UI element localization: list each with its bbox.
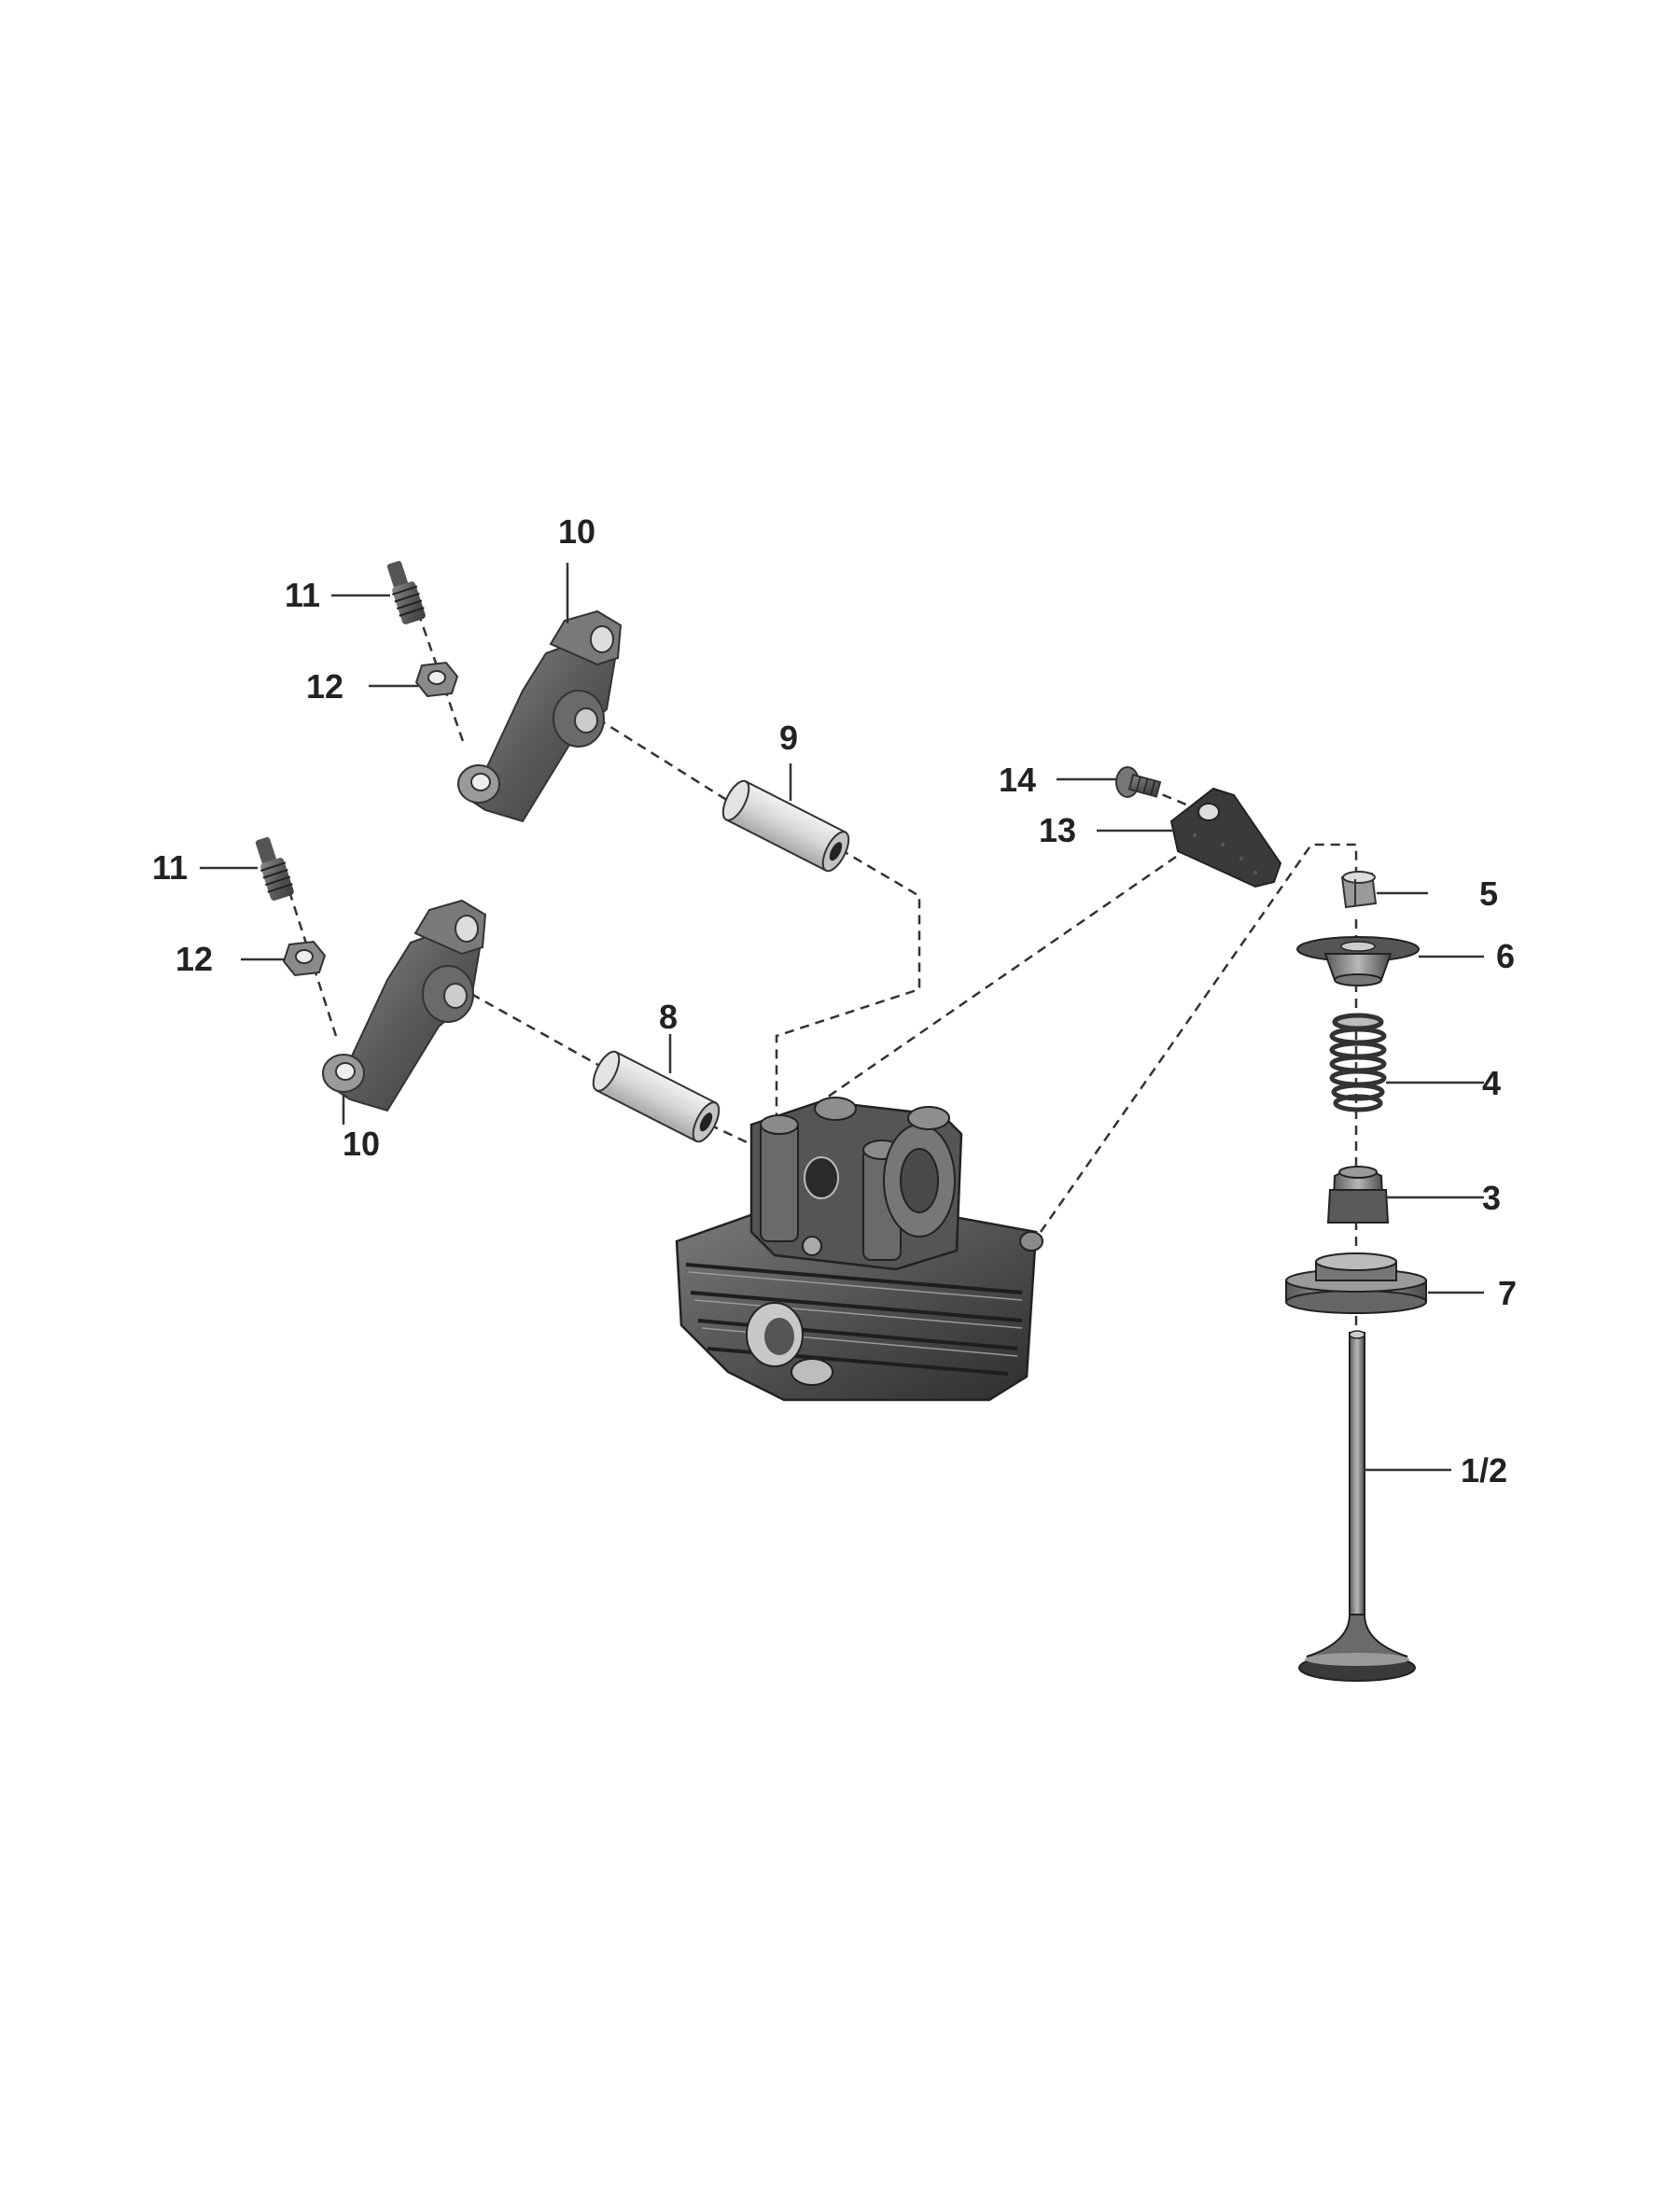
callout-valve-spring: 4 [1482, 1064, 1502, 1102]
assembly-lines [287, 611, 1358, 1335]
spring-seat [1285, 1252, 1427, 1314]
cylinder-head [675, 1097, 1043, 1402]
callout-rocker-arm-lower: 10 [343, 1125, 381, 1163]
bolt [1115, 766, 1162, 798]
valve-stem-seal [1326, 1166, 1390, 1224]
rocker-shaft-lower [592, 1050, 721, 1143]
adjuster-screw-lower [255, 836, 294, 901]
dash-upper-arm-to-shaft [596, 717, 729, 803]
lock-nut-upper [414, 661, 459, 698]
callout-adjuster-screw-lower: 11 [152, 848, 189, 887]
callout-valve-cotter: 5 [1479, 874, 1499, 913]
lock-nut-lower [282, 940, 327, 977]
valve [1298, 1330, 1416, 1682]
callout-rocker-shaft-lower: 8 [659, 998, 679, 1036]
callout-lock-nut-upper: 12 [306, 667, 344, 706]
rocker-shaft-upper [721, 779, 850, 873]
callout-spring-retainer: 6 [1496, 937, 1516, 975]
callout-lock-nut-lower: 12 [175, 940, 214, 978]
bracket [1169, 787, 1282, 888]
callout-valve: 1/2 [1461, 1451, 1508, 1490]
rocker-arm-upper [457, 609, 623, 823]
valve-spring [1329, 1013, 1387, 1112]
dash-head-to-valve [1039, 843, 1358, 1233]
callout-rocker-shaft-upper: 9 [779, 719, 799, 757]
dash-upper-shaft-to-head [775, 847, 921, 1137]
dash-bracket-to-head [820, 855, 1177, 1103]
callout-adjuster-screw-upper: 11 [285, 576, 321, 614]
callout-bolt: 14 [999, 761, 1037, 799]
callout-spring-seat: 7 [1498, 1274, 1518, 1312]
rocker-arm-lower [322, 899, 487, 1112]
callout-rocker-arm-upper: 10 [558, 512, 596, 551]
callout-valve-stem-seal: 3 [1482, 1179, 1502, 1217]
adjuster-screw-upper [386, 560, 426, 624]
callout-bracket: 13 [1039, 811, 1077, 849]
valve-cotter [1340, 871, 1378, 909]
leader-lines [200, 563, 1484, 1472]
spring-retainer [1296, 936, 1420, 986]
dash-lower-arm-to-shaft [470, 992, 606, 1070]
